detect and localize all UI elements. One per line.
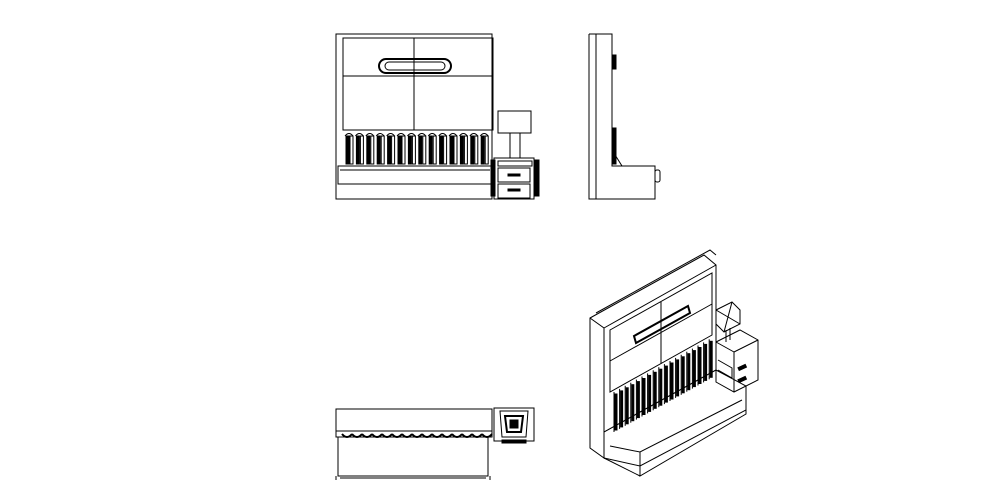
slat <box>427 133 437 165</box>
pillow-edge <box>461 433 473 438</box>
pillow-edge <box>371 433 383 438</box>
iso-slat <box>641 376 646 417</box>
upper-panel-outline <box>342 37 494 131</box>
nightstand-drawer-bottom <box>497 183 531 199</box>
iso-slat <box>697 345 702 386</box>
pillow-edge <box>451 433 463 438</box>
iso-slat <box>691 348 696 389</box>
pillow-edge <box>391 433 403 438</box>
iso-slat <box>630 382 635 423</box>
slat <box>344 133 354 165</box>
iso-slat <box>619 388 624 429</box>
nightstand-body <box>493 157 535 200</box>
side-profile <box>588 33 656 200</box>
plan-cabinet <box>335 408 493 438</box>
slat <box>407 133 416 165</box>
pillow-edge <box>361 433 373 438</box>
slat <box>375 133 385 165</box>
front-elevation-view <box>335 33 540 200</box>
pillow-edge <box>481 433 493 438</box>
wall-bed-cabinet-frame <box>335 33 493 200</box>
slat <box>438 133 448 165</box>
slat <box>417 133 427 165</box>
plan-lamp <box>503 415 525 433</box>
iso-slat <box>647 373 652 414</box>
pillow-edge <box>381 433 393 438</box>
nightstand-lamp-stem <box>509 132 521 159</box>
nightstand-lamp-shade <box>497 110 532 134</box>
side-elevation-view <box>588 33 661 200</box>
iso-slat <box>680 354 685 395</box>
plan-bed-outline <box>337 437 489 477</box>
slat <box>479 133 489 165</box>
iso-slat <box>624 385 629 426</box>
pillow-edge <box>431 433 443 438</box>
slat <box>469 133 479 165</box>
iso-mattress-slats <box>613 339 713 432</box>
iso-slat <box>613 392 618 432</box>
iso-slat <box>675 357 680 398</box>
nightstand-drawer-top <box>497 167 531 183</box>
plan-pillow-row <box>341 433 493 438</box>
pillow-edge <box>421 433 433 438</box>
handle-slot <box>378 58 452 74</box>
slat <box>355 133 364 165</box>
iso-slat <box>669 361 674 401</box>
plan-view <box>335 407 535 480</box>
iso-cabinet-outer <box>589 254 717 459</box>
iso-upper-panel <box>609 272 713 393</box>
pillow-edge <box>351 433 363 438</box>
pillow-edge <box>471 433 483 438</box>
slat <box>459 133 468 165</box>
iso-slat <box>663 364 668 405</box>
isometric-view <box>589 249 759 477</box>
iso-slat <box>686 351 691 392</box>
iso-slat <box>635 379 640 420</box>
slat <box>386 133 396 165</box>
slat <box>396 133 406 165</box>
pillow-edge <box>411 433 423 438</box>
iso-handle <box>632 304 692 345</box>
pillow-edge <box>341 433 353 438</box>
mattress-slats <box>344 133 489 165</box>
iso-slat <box>658 367 663 408</box>
slat <box>365 133 375 165</box>
pillow-edge <box>401 433 413 438</box>
iso-slat <box>652 370 657 411</box>
bed-base <box>337 165 494 185</box>
iso-nightstand <box>715 329 759 393</box>
iso-slat <box>708 339 713 380</box>
slat <box>448 133 458 165</box>
pillow-edge <box>441 433 453 438</box>
iso-slat <box>703 342 708 383</box>
